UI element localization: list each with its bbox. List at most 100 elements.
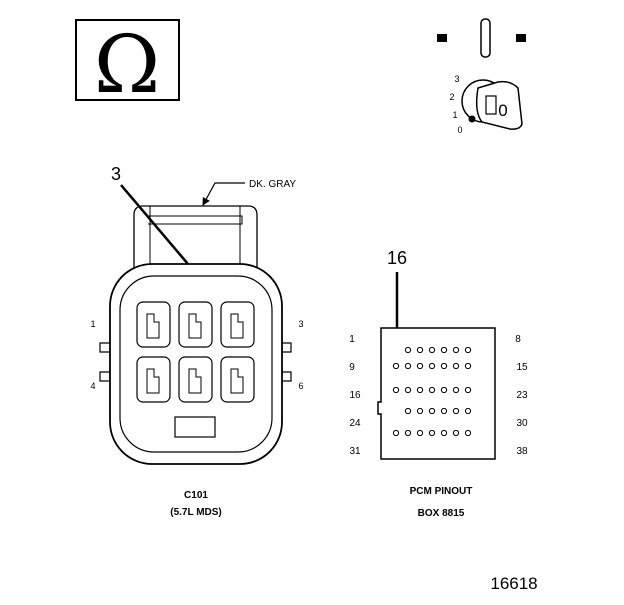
pcm-pin [452, 362, 460, 370]
connector-lock-tab [133, 205, 258, 268]
pcm-pin [428, 386, 436, 394]
cavity-terminal-4 [146, 368, 160, 394]
connector-subtitle: (5.7L MDS) [170, 507, 222, 518]
key-slot-icon [480, 18, 491, 58]
connector-callout-number: 3 [111, 164, 121, 184]
pcm-row-label-left-4: 24 [349, 418, 361, 429]
ohmmeter-symbol: Ω [75, 18, 180, 111]
pcm-pin [416, 346, 424, 354]
pcm-pin [464, 362, 472, 370]
connector-bottom-key [174, 416, 216, 438]
pcm-pin [404, 386, 412, 394]
pcm-pin [452, 386, 460, 394]
pcm-row-label-right-4: 30 [516, 418, 528, 429]
right-latch-lower [282, 371, 292, 382]
ignition-position-2: 2 [449, 92, 454, 102]
wire-color-label: DK. GRAY [249, 179, 296, 190]
pcm-pin [440, 346, 448, 354]
pcm-pin [440, 429, 448, 437]
right-latch [282, 342, 292, 353]
ignition-switch: 0 3 2 1 0 [437, 18, 526, 135]
connector-cavity-4 [136, 356, 171, 403]
ignition-key-icon [475, 80, 523, 130]
pcm-pin [464, 346, 472, 354]
connector-c101: 3 DK. GRAY 1 3 4 6 C101 (5.7L MDS) [90, 164, 303, 518]
pcm-pin [440, 407, 448, 415]
pcm-pin [416, 407, 424, 415]
pcm-pin [452, 429, 460, 437]
pin-label-6: 6 [298, 381, 303, 391]
left-latch-lower [99, 371, 110, 382]
lock-tab-cutout [149, 206, 241, 266]
pcm-subtitle: BOX 8815 [418, 508, 465, 519]
connector-cavity-3 [220, 301, 255, 348]
connector-cavity-1 [136, 301, 171, 348]
pin-label-4: 4 [90, 381, 95, 391]
connector-body-outer [109, 263, 283, 465]
pcm-pin [428, 346, 436, 354]
connector-cavities [136, 301, 255, 403]
pcm-title: PCM PINOUT [410, 486, 473, 497]
pcm-pin [416, 386, 424, 394]
pcm-row-label-left-2: 9 [349, 362, 355, 373]
left-latch [99, 342, 110, 353]
pcm-pin [428, 407, 436, 415]
pcm-pin [452, 346, 460, 354]
pcm-row-label-left-5: 31 [349, 446, 361, 457]
wire-color-leader [202, 182, 245, 206]
ignition-position-1: 1 [452, 110, 457, 120]
connector-body-inner [119, 275, 273, 453]
figure-number: 16618 [490, 574, 537, 593]
pcm-pin [464, 386, 472, 394]
cavity-terminal-1 [146, 313, 160, 339]
pin-label-1: 1 [90, 319, 95, 329]
pcm-row-label-left-1: 1 [349, 334, 355, 345]
connector-name: C101 [184, 490, 208, 501]
pcm-row-label-right-3: 23 [516, 390, 528, 401]
ignition-position-0: 0 [457, 125, 462, 135]
pcm-pin [428, 362, 436, 370]
pcm-housing [377, 327, 496, 460]
pcm-pin [392, 362, 400, 370]
pcm-pin-grid [392, 346, 472, 437]
pcm-pin [404, 346, 412, 354]
pcm-row-label-right-5: 38 [516, 446, 528, 457]
cavity-terminal-3 [230, 313, 244, 339]
key-position-label: 0 [498, 101, 507, 120]
cavity-terminal-6 [230, 368, 244, 394]
connector-cavity-6 [220, 356, 255, 403]
connector-cavity-2 [178, 301, 213, 348]
battery-terminal-right-icon [516, 34, 526, 42]
ohm-box [75, 19, 180, 101]
pcm-pin [452, 407, 460, 415]
pcm-pinout: 16 1 9 16 24 31 8 15 23 30 38 PCM PINOUT… [349, 248, 528, 519]
pcm-pin [440, 386, 448, 394]
pcm-pin [392, 386, 400, 394]
battery-terminal-left-icon [437, 34, 447, 42]
cavity-terminal-2 [188, 313, 202, 339]
pcm-pin [416, 362, 424, 370]
pcm-pin [404, 429, 412, 437]
pcm-pin [464, 429, 472, 437]
ohm-icon: Ω [94, 18, 160, 111]
pcm-pin [464, 407, 472, 415]
lock-tab-bevel [148, 215, 243, 225]
pcm-pin [440, 362, 448, 370]
key-blade-icon [485, 95, 497, 115]
pin-label-3: 3 [298, 319, 303, 329]
pcm-callout-number: 16 [387, 248, 407, 268]
pcm-row-label-right-2: 15 [516, 362, 528, 373]
pcm-pin [404, 362, 412, 370]
connector-cavity-5 [178, 356, 213, 403]
pcm-row-label-right-1: 8 [515, 334, 521, 345]
ignition-position-3: 3 [454, 74, 459, 84]
pcm-pin [428, 429, 436, 437]
pcm-pin [416, 429, 424, 437]
pcm-pin [404, 407, 412, 415]
pcm-pin [392, 429, 400, 437]
pcm-row-label-left-3: 16 [349, 390, 361, 401]
cavity-terminal-5 [188, 368, 202, 394]
ignition-pointer-icon [468, 115, 476, 123]
